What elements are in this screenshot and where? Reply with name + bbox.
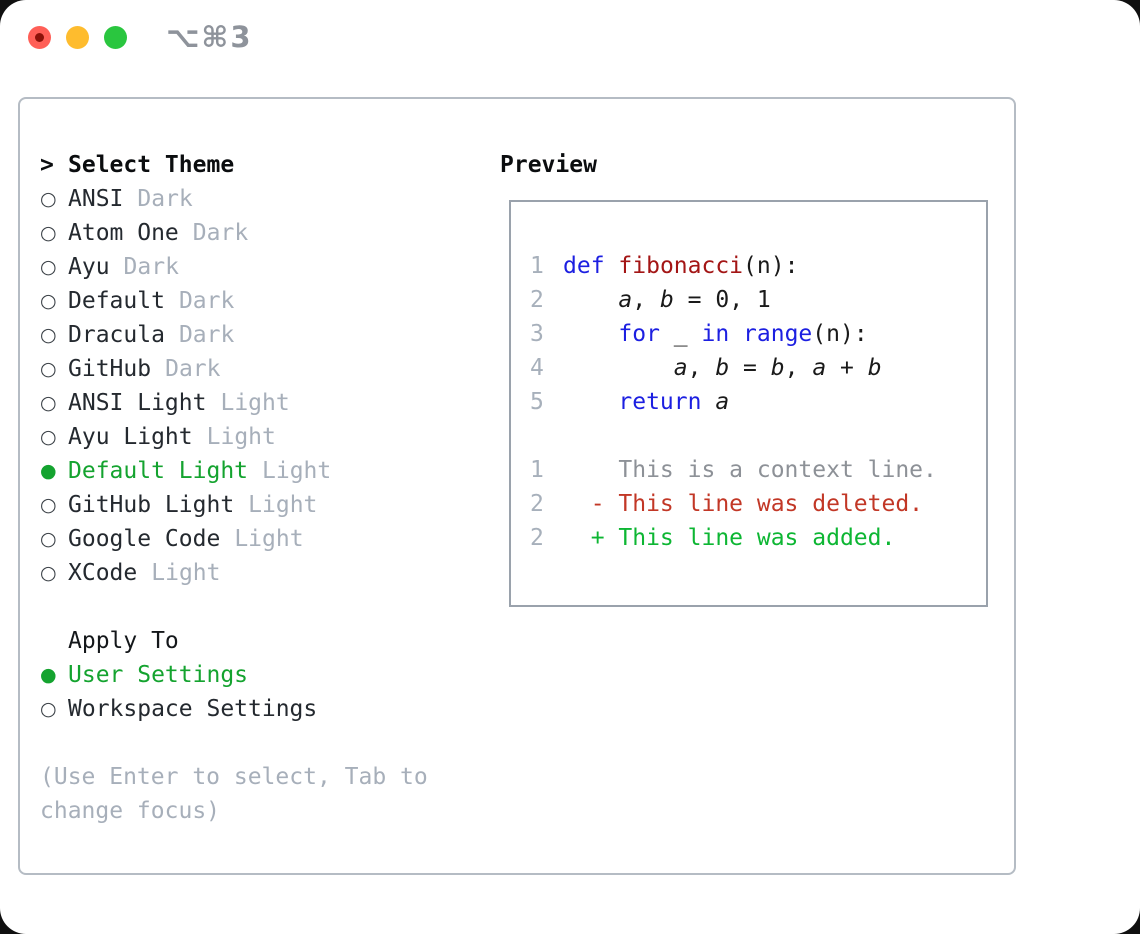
code-line: 5 return a bbox=[530, 385, 986, 419]
theme-option-github[interactable]: ○ GitHub Dark bbox=[40, 352, 442, 386]
spacer bbox=[40, 590, 442, 624]
preview-title: Preview bbox=[500, 152, 597, 178]
theme-variant-tag: Dark bbox=[178, 322, 235, 348]
theme-name: XCode bbox=[68, 560, 138, 586]
line-number: 2 bbox=[530, 287, 544, 313]
minimize-button-icon[interactable] bbox=[66, 26, 89, 49]
apply-option-workspace-settings[interactable]: ○ Workspace Settings bbox=[40, 692, 442, 726]
apply-to-options: ● User Settings ○ Workspace Settings bbox=[40, 658, 442, 726]
zoom-button-icon[interactable] bbox=[104, 26, 127, 49]
radio-icon: ○ bbox=[40, 426, 57, 448]
theme-name: GitHub Light bbox=[68, 492, 235, 518]
apply-to-header-row: Apply To bbox=[40, 624, 442, 658]
theme-name: Dracula bbox=[68, 322, 165, 348]
radio-icon: ○ bbox=[40, 290, 57, 312]
diff-text: + This line was added. bbox=[563, 525, 896, 551]
line-number: 2 bbox=[530, 525, 544, 551]
theme-option-xcode[interactable]: ○ XCode Light bbox=[40, 556, 442, 590]
theme-option-ayu-light[interactable]: ○ Ayu Light Light bbox=[40, 420, 442, 454]
theme-name: ANSI bbox=[68, 186, 124, 212]
prompt-icon: > bbox=[40, 152, 54, 178]
apply-option-label: User Settings bbox=[68, 662, 249, 688]
radio-selected-icon: ● bbox=[40, 460, 57, 482]
diff-line-context: 1 This is a context line. bbox=[530, 453, 986, 487]
radio-icon: ○ bbox=[40, 188, 57, 210]
diff-line-added: 2 + This line was added. bbox=[530, 521, 986, 555]
theme-option-atom-one[interactable]: ○ Atom One Dark bbox=[40, 216, 442, 250]
theme-variant-tag: Light bbox=[220, 390, 290, 416]
traffic-lights bbox=[28, 26, 127, 49]
radio-icon: ○ bbox=[40, 698, 57, 720]
theme-variant-tag: Dark bbox=[165, 356, 221, 382]
theme-variant-tag: Dark bbox=[137, 186, 193, 212]
theme-option-default-light[interactable]: ● Default Light Light bbox=[40, 454, 442, 488]
radio-icon: ○ bbox=[40, 562, 57, 584]
theme-name: Ayu Light bbox=[68, 424, 193, 450]
theme-name: Google Code bbox=[68, 526, 221, 552]
radio-icon: ○ bbox=[40, 528, 57, 550]
theme-option-ansi-light[interactable]: ○ ANSI Light Light bbox=[40, 386, 442, 420]
radio-selected-icon: ● bbox=[40, 664, 57, 686]
theme-variant-tag: Light bbox=[248, 492, 318, 518]
theme-name: Default bbox=[68, 288, 165, 314]
apply-option-label: Workspace Settings bbox=[68, 696, 318, 722]
window-title: ⌥⌘3 bbox=[166, 20, 253, 54]
theme-picker-header-row: > Select Theme bbox=[40, 148, 442, 182]
spacer bbox=[530, 419, 986, 453]
line-number: 1 bbox=[530, 253, 544, 279]
apply-to-title: Apply To bbox=[68, 628, 179, 654]
theme-variant-tag: Light bbox=[262, 458, 332, 484]
theme-option-ayu[interactable]: ○ Ayu Dark bbox=[40, 250, 442, 284]
line-number: 4 bbox=[530, 355, 544, 381]
radio-icon: ○ bbox=[40, 358, 57, 380]
diff-text: This is a context line. bbox=[563, 457, 937, 483]
close-button-icon[interactable] bbox=[28, 26, 51, 49]
theme-option-github-light[interactable]: ○ GitHub Light Light bbox=[40, 488, 442, 522]
theme-name: GitHub bbox=[68, 356, 152, 382]
radio-icon: ○ bbox=[40, 256, 57, 278]
line-number: 5 bbox=[530, 389, 544, 415]
theme-option-google-code[interactable]: ○ Google Code Light bbox=[40, 522, 442, 556]
radio-icon: ○ bbox=[40, 494, 57, 516]
theme-name: ANSI Light bbox=[68, 390, 207, 416]
theme-option-ansi[interactable]: ○ ANSI Dark bbox=[40, 182, 442, 216]
code-line: 3 for _ in range(n): bbox=[530, 317, 986, 351]
radio-icon: ○ bbox=[40, 222, 57, 244]
theme-picker-title: Select Theme bbox=[68, 152, 235, 178]
diff-text: - This line was deleted. bbox=[563, 491, 924, 517]
line-number: 1 bbox=[530, 457, 544, 483]
diff-sample: 1 This is a context line.2 - This line w… bbox=[530, 453, 986, 555]
theme-name: Atom One bbox=[68, 220, 179, 246]
theme-option-dracula[interactable]: ○ Dracula Dark bbox=[40, 318, 442, 352]
help-text: (Use Enter to select, Tab to change focu… bbox=[40, 764, 428, 824]
radio-icon: ○ bbox=[40, 392, 57, 414]
theme-variant-tag: Dark bbox=[192, 220, 249, 246]
theme-variant-tag: Dark bbox=[178, 288, 235, 314]
theme-variant-tag: Light bbox=[151, 560, 221, 586]
theme-name: Default Light bbox=[68, 458, 249, 484]
theme-variant-tag: Light bbox=[206, 424, 276, 450]
theme-variant-tag: Light bbox=[234, 526, 304, 552]
spacer bbox=[40, 726, 442, 760]
line-number: 2 bbox=[530, 491, 544, 517]
code-line: 4 a, b = b, a + b bbox=[530, 351, 986, 385]
radio-icon: ○ bbox=[40, 324, 57, 346]
theme-variant-tag: Dark bbox=[123, 254, 179, 280]
theme-option-default[interactable]: ○ Default Dark bbox=[40, 284, 442, 318]
code-line: 2 a, b = 0, 1 bbox=[530, 283, 986, 317]
line-number: 3 bbox=[530, 321, 544, 347]
diff-line-deleted: 2 - This line was deleted. bbox=[530, 487, 986, 521]
apply-option-user-settings[interactable]: ● User Settings bbox=[40, 658, 442, 692]
theme-name: Ayu bbox=[68, 254, 110, 280]
